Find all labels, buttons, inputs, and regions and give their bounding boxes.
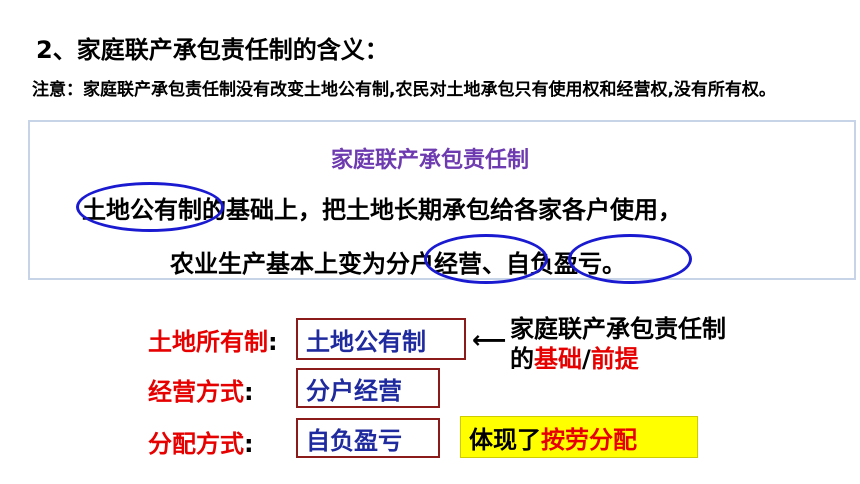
row-label-text: 经营方式	[148, 378, 244, 406]
row-label-land-ownership: 土地所有制:	[148, 322, 278, 357]
distribution-note-box: 体现了按劳分配	[460, 416, 698, 458]
line2-prefix: 农业生产基本上变为	[170, 250, 386, 278]
right-annotation-line1: 家庭联产承包责任制	[510, 315, 726, 343]
left-arrow-icon: ⟵	[472, 326, 507, 354]
definition-box	[28, 120, 856, 280]
definition-line-2: 农业生产基本上变为分户经营、自负盈亏。	[170, 244, 626, 279]
row-label-text: 土地所有制	[148, 328, 268, 356]
row-value-land-ownership: 土地公有制	[296, 318, 466, 360]
right-annotation: 家庭联产承包责任制 的基础/前提	[510, 314, 726, 374]
note-text: 注意：家庭联产承包责任制没有改变土地公有制,农民对土地承包只有使用权和经营权,没…	[32, 80, 776, 100]
yellow-prefix: 体现了	[469, 425, 541, 454]
row-colon: :	[244, 430, 254, 458]
page-heading: 2、家庭联产承包责任制的含义：	[36, 36, 389, 64]
row-colon: :	[268, 328, 278, 356]
definition-title: 家庭联产承包责任制	[330, 148, 529, 173]
right-prefix: 的	[510, 345, 534, 373]
yellow-red-text: 按劳分配	[541, 425, 637, 454]
row-label-distribution: 分配方式:	[148, 424, 254, 459]
row-label-text: 分配方式	[148, 430, 244, 458]
right-annotation-line2: 的基础/前提	[510, 344, 726, 374]
row-colon: :	[244, 378, 254, 406]
right-slash: /	[582, 345, 591, 373]
row-value-distribution: 自负盈亏	[296, 418, 440, 458]
ellipse-self-profit-loss	[568, 234, 692, 284]
right-red-premise: 前提	[590, 345, 639, 373]
row-value-operation: 分户经营	[296, 368, 440, 408]
ellipse-household-operation	[424, 234, 548, 284]
line1-rest: 的基础上，把土地长期承包给各家各户使用，	[202, 196, 682, 224]
right-red-foundation: 基础	[534, 345, 582, 373]
ellipse-public-ownership	[76, 182, 224, 232]
row-label-operation: 经营方式:	[148, 372, 254, 407]
